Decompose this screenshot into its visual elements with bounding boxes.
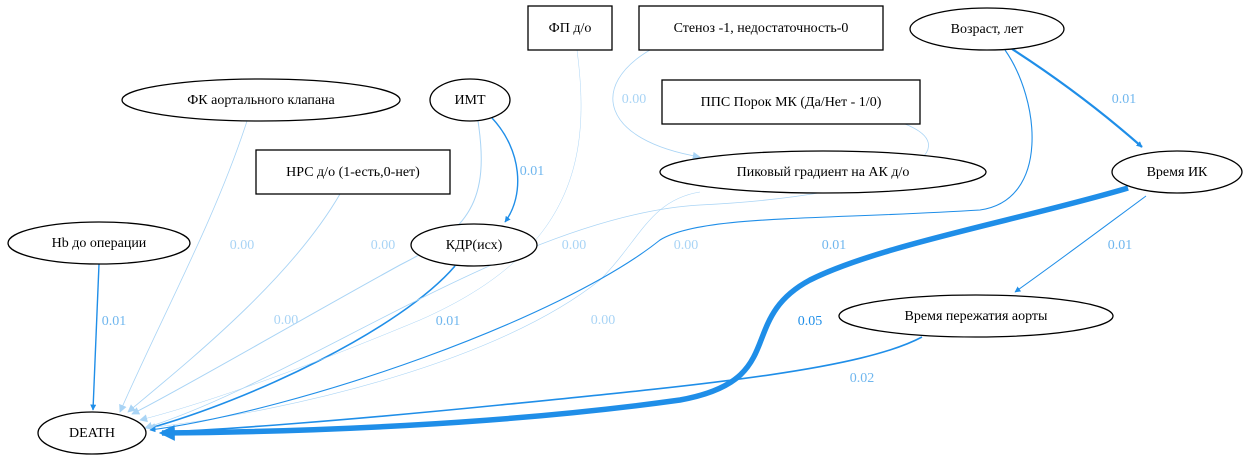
edge-weight-grad-to-death: 0.00 xyxy=(591,313,616,328)
node-fk[interactable]: ФК аортального клапана xyxy=(121,78,401,122)
edge-fk-to-death xyxy=(119,120,248,413)
node-box xyxy=(255,149,451,195)
node-box xyxy=(661,79,921,125)
edge-weight-imt-to-death: 0.00 xyxy=(371,238,396,253)
edge-weight-fp-to-death: 0.00 xyxy=(562,238,587,253)
node-imt[interactable]: ИМТ xyxy=(429,78,511,122)
edge-fp-to-death xyxy=(139,49,582,423)
node-ellipse xyxy=(429,78,511,122)
edges-layer xyxy=(90,48,1147,441)
node-ellipse xyxy=(659,150,987,194)
edge-weight-ik-to-clamp: 0.01 xyxy=(1108,238,1133,253)
node-age[interactable]: Возраст, лет xyxy=(909,7,1065,51)
edge-weight-imt-to-kdr: 0.01 xyxy=(520,164,545,179)
edge-weight-pps-to-death: 0.00 xyxy=(674,238,699,253)
node-label: Стеноз -1, недостаточность-0 xyxy=(674,21,849,36)
node-ellipse xyxy=(410,223,538,267)
node-label: Время пережатия аорты xyxy=(905,309,1048,324)
node-label: Hb до операции xyxy=(52,236,147,251)
node-label: ФП д/о xyxy=(549,21,592,36)
edge-ik-to-clamp xyxy=(1014,195,1147,293)
node-label: Время ИК xyxy=(1147,165,1208,180)
node-label: ППС Порок МК (Да/Нет - 1/0) xyxy=(701,95,882,110)
node-box xyxy=(638,5,884,51)
node-label: НРС д/о (1-есть,0-нет) xyxy=(286,165,420,180)
edge-weight-age-to-ik: 0.01 xyxy=(1112,92,1137,107)
node-death[interactable]: DEATH xyxy=(37,411,147,455)
node-box xyxy=(527,5,613,51)
node-label: Возраст, лет xyxy=(951,22,1024,37)
node-ellipse xyxy=(1111,150,1243,194)
edge-ik-to-death xyxy=(158,185,1129,441)
node-hb[interactable]: Hb до операции xyxy=(7,221,191,265)
edge-age-to-death xyxy=(149,49,1033,433)
edge-weight-fk-to-death: 0.00 xyxy=(230,238,255,253)
edge-clamp-to-death xyxy=(161,336,923,435)
node-ik[interactable]: Время ИК xyxy=(1111,150,1243,194)
node-label: ФК аортального клапана xyxy=(187,93,335,108)
node-label: ИМТ xyxy=(454,93,486,108)
edge-kdr-to-death xyxy=(149,265,456,430)
edge-imt-to-death xyxy=(131,120,482,415)
node-ellipse xyxy=(909,7,1065,51)
edge-weight-ik-to-death: 0.05 xyxy=(798,314,823,329)
node-pps[interactable]: ППС Порок МК (Да/Нет - 1/0) xyxy=(661,79,921,125)
edge-nrs-to-death xyxy=(127,193,341,413)
edge-stenoz-to-grad xyxy=(612,49,701,160)
edge-weight-clamp-to-death: 0.02 xyxy=(850,371,875,386)
node-ellipse xyxy=(7,221,191,265)
edge-hb-to-death xyxy=(90,263,100,411)
edge-grad-to-death xyxy=(147,191,701,432)
node-ellipse xyxy=(838,294,1114,338)
node-grad[interactable]: Пиковый градиент на АК д/о xyxy=(659,150,987,194)
edge-weight-hb-to-death: 0.01 xyxy=(102,314,127,329)
node-kdr[interactable]: КДР(исх) xyxy=(410,223,538,267)
node-label: КДР(исх) xyxy=(446,238,503,253)
node-ellipse xyxy=(37,411,147,455)
node-nrs[interactable]: НРС д/о (1-есть,0-нет) xyxy=(255,149,451,195)
node-label: Пиковый градиент на АК д/о xyxy=(737,165,910,180)
node-fp[interactable]: ФП д/о xyxy=(527,5,613,51)
node-stenoz[interactable]: Стеноз -1, недостаточность-0 xyxy=(638,5,884,51)
edge-weight-nrs-to-death: 0.00 xyxy=(274,313,299,328)
node-label: DEATH xyxy=(69,426,115,441)
edge-weight-age-to-death: 0.01 xyxy=(822,238,847,253)
node-clamp[interactable]: Время пережатия аорты xyxy=(838,294,1114,338)
edge-weight-stenoz-to-grad: 0.00 xyxy=(622,92,647,107)
edge-age-to-ik xyxy=(1011,48,1143,148)
edge-labels-layer: 0.01 0.00 0.00 0.00 0.01 0.01 0.00 0.00 0.00 0.00… xyxy=(102,92,1137,386)
nodes-layer: ФП д/о Стеноз -1, недостаточность-0 Возрас… xyxy=(7,5,1243,455)
edge-imt-to-kdr xyxy=(491,117,519,223)
node-ellipse xyxy=(121,78,401,122)
edge-weight-kdr-to-death: 0.01 xyxy=(436,314,461,329)
